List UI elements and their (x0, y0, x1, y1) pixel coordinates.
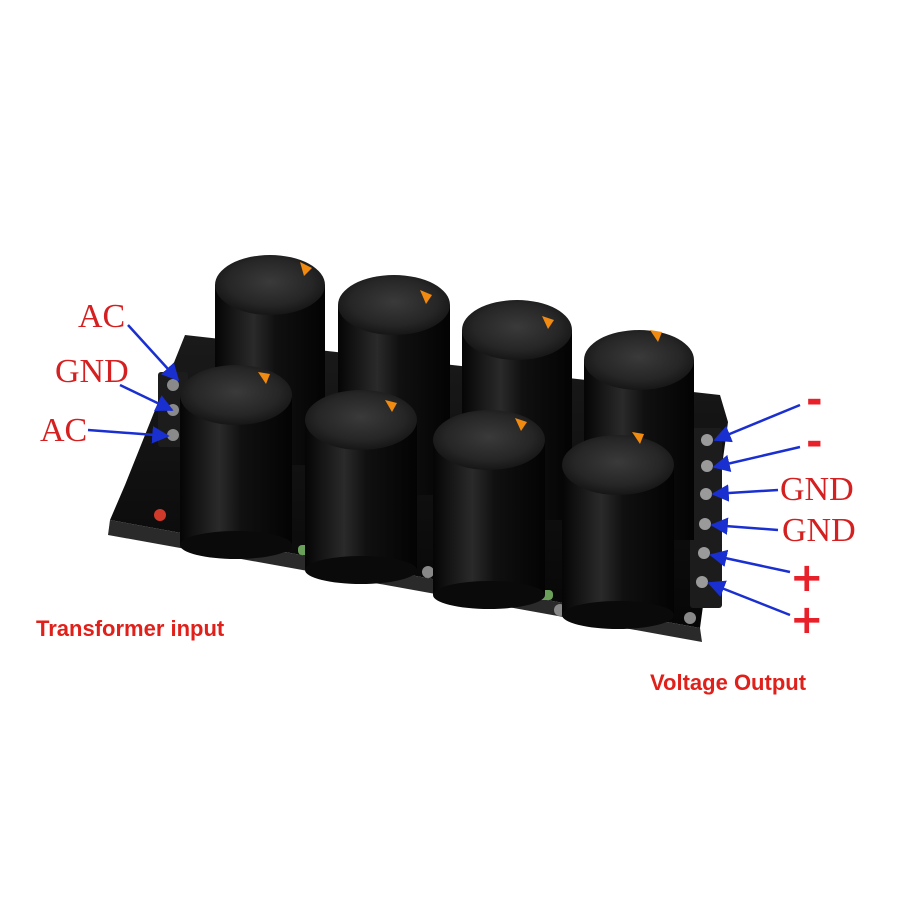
label-plus-1: + (790, 555, 824, 601)
label-minus-1: - (806, 377, 823, 423)
capacitor-front-3 (433, 410, 545, 609)
screw (422, 566, 434, 578)
label-gnd-output-1: GND (780, 471, 854, 508)
screw (684, 612, 696, 624)
output-terminal-block (690, 428, 722, 608)
label-gnd-output-2: GND (782, 512, 856, 549)
label-minus-2: - (806, 419, 823, 465)
capacitor-front-1 (180, 365, 292, 559)
arrow-ac-bottom (87, 426, 170, 444)
arrow-ac-top (127, 324, 180, 382)
arrow-gnd (119, 383, 174, 412)
label-plus-2: + (790, 597, 824, 643)
arrow-gnd-2 (710, 517, 779, 535)
capacitor-front-2 (305, 390, 417, 584)
caption-transformer-input: Transformer input (36, 616, 225, 641)
capacitor-front-4 (562, 432, 674, 629)
arrow-plus-2 (707, 580, 791, 617)
label-ac-top: AC (78, 298, 126, 335)
arrow-plus-1 (709, 549, 791, 574)
arrow-minus-2 (712, 445, 801, 472)
input-arrows (87, 324, 180, 444)
arrow-minus-1 (713, 403, 801, 443)
label-ac-bottom: AC (40, 412, 88, 449)
output-arrows (707, 403, 801, 617)
arrow-gnd-1 (711, 484, 779, 502)
led (154, 509, 166, 521)
caption-voltage-output: Voltage Output (650, 670, 807, 695)
label-gnd-input: GND (55, 353, 129, 390)
